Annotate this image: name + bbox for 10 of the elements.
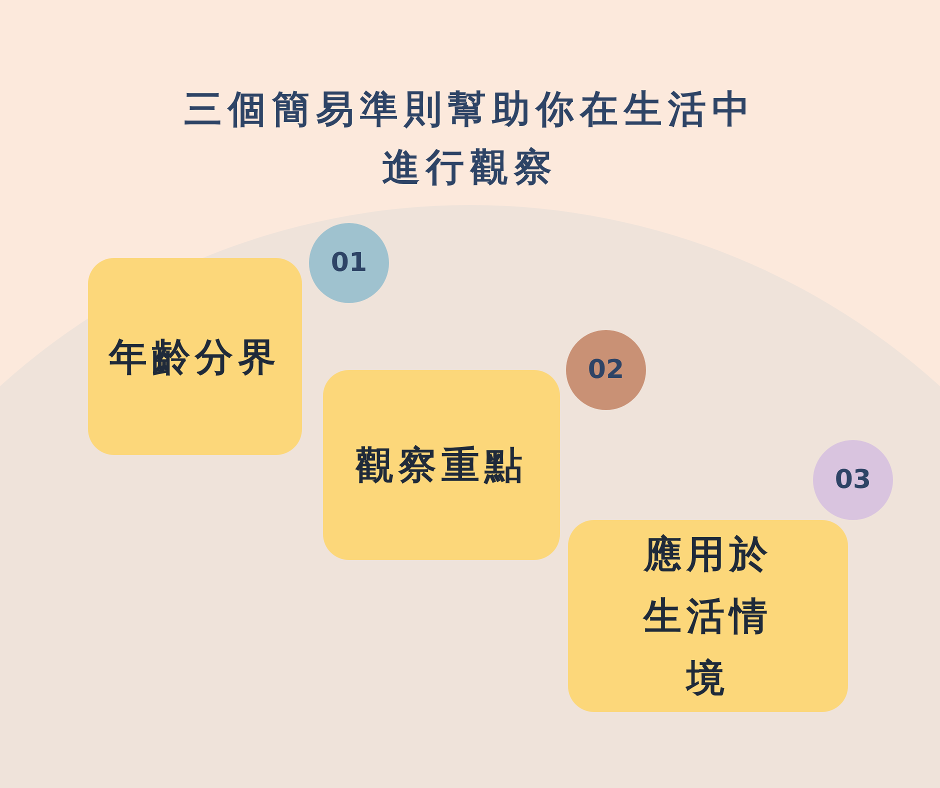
step-label: 觀察重點 bbox=[354, 442, 528, 489]
step-card bbox=[568, 520, 848, 712]
step-card bbox=[88, 258, 302, 455]
step-label: 年齡分界 bbox=[107, 334, 282, 380]
step-label: 應用於生活情境 bbox=[642, 531, 774, 702]
step-number: 02 bbox=[588, 355, 624, 385]
step-number: 01 bbox=[330, 248, 368, 278]
step-number: 03 bbox=[834, 465, 872, 495]
title: 三個簡易準則幫助你在生活中進行觀察 bbox=[183, 86, 757, 191]
step-card bbox=[323, 370, 560, 560]
